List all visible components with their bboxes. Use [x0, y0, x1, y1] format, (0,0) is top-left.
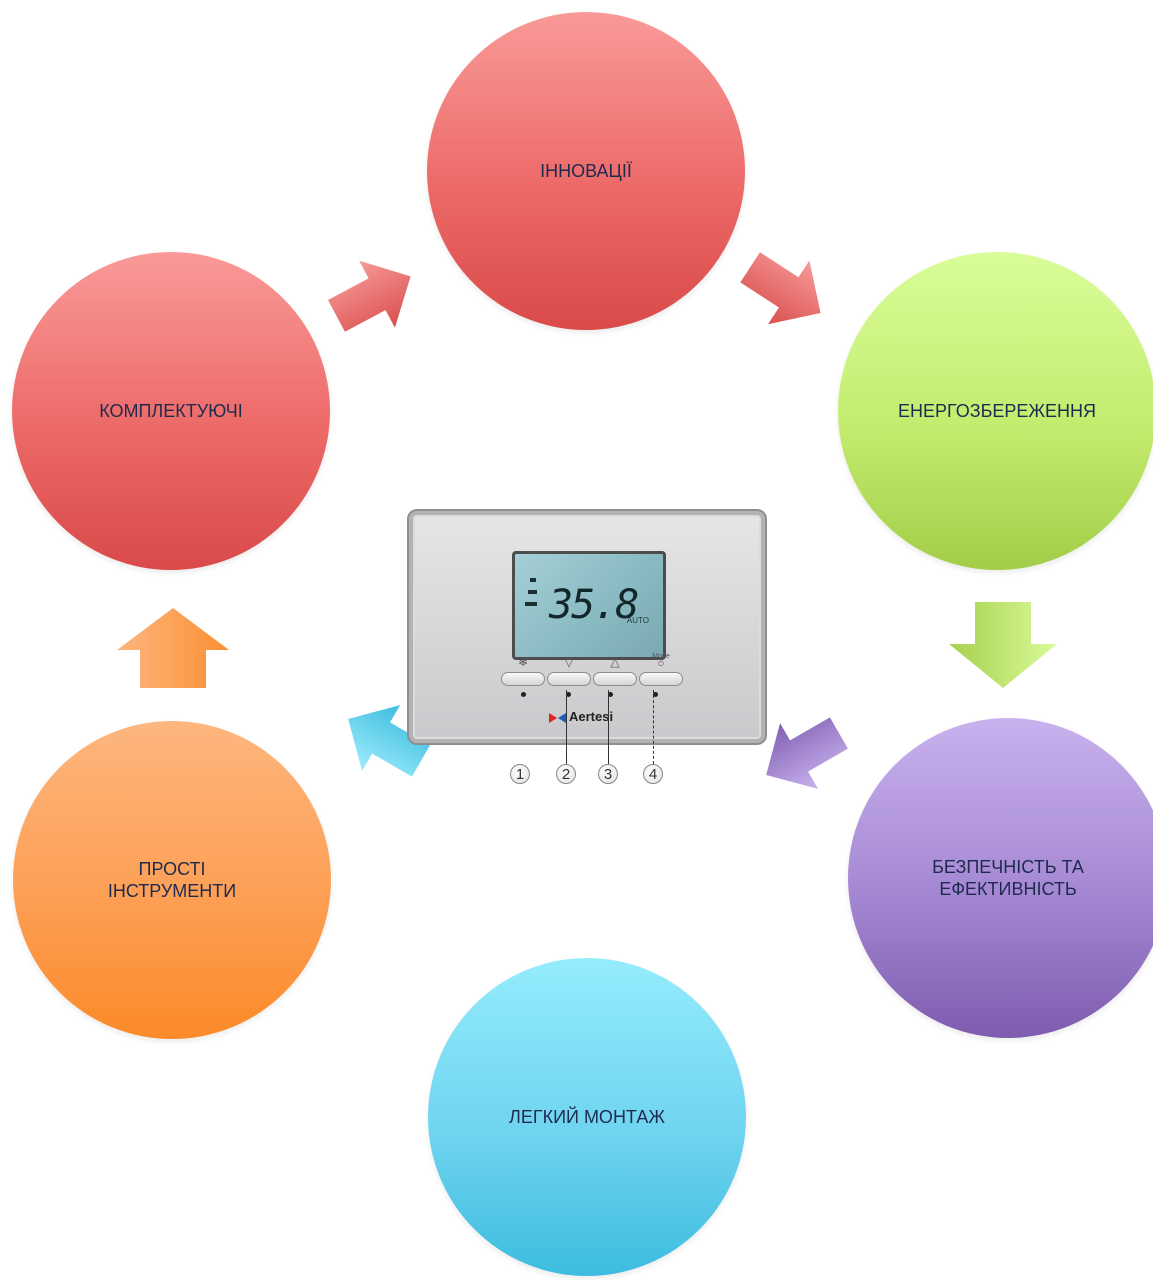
fan-level-bars-icon	[525, 578, 537, 614]
node-components: КОМПЛЕКТУЮЧІ	[12, 252, 330, 570]
arrow-safety-to-installation	[766, 717, 848, 789]
callout-number-4: 4	[643, 764, 663, 784]
mode-label: Mode	[652, 653, 670, 660]
brand-name: Aertesi	[569, 709, 614, 724]
node-easy-installation: ЛЕГКИЙ МОНТАЖ	[428, 958, 746, 1276]
button-dot-2	[566, 692, 571, 697]
display-value: 35.8	[549, 582, 639, 628]
thermostat-button-4[interactable]	[639, 672, 683, 686]
thermostat-button-2[interactable]	[547, 672, 591, 686]
callout-number-3: 3	[598, 764, 618, 784]
node-energy-saving: ЕНЕРГОЗБЕРЕЖЕННЯ	[838, 252, 1153, 570]
brand-logo: Aertesi	[549, 709, 613, 724]
callout-number-1: 1	[510, 764, 530, 784]
arrow-installation-to-tools	[348, 705, 430, 777]
node-innovations-label: ІННОВАЦІЇ	[540, 160, 632, 181]
leader-line-2	[566, 690, 567, 764]
leader-line-3	[608, 690, 609, 764]
node-safety-efficiency-label: БЕЗПЕЧНІСТЬ ТА ЕФЕКТИВНІСТЬ	[932, 856, 1084, 900]
arrow-innovations-to-energy	[740, 252, 821, 325]
arrow-tools-to-components	[117, 608, 229, 688]
node-safety-efficiency: БЕЗПЕЧНІСТЬ ТА ЕФЕКТИВНІСТЬ	[848, 718, 1153, 1038]
node-energy-saving-label: ЕНЕРГОЗБЕРЕЖЕННЯ	[897, 400, 1097, 421]
thermostat-lcd-display: 35.8 AUTO	[512, 551, 666, 660]
down-triangle-icon: ▽	[564, 655, 574, 669]
node-simple-tools: ПРОСТІ ІНСТРУМЕНТИ	[13, 721, 331, 1039]
fan-icon: ❄	[517, 655, 529, 669]
arrow-energy-to-safety	[949, 602, 1057, 688]
button-dot-1	[521, 692, 526, 697]
leader-line-4	[653, 690, 655, 764]
node-simple-tools-label: ПРОСТІ ІНСТРУМЕНТИ	[107, 858, 237, 902]
node-innovations: ІННОВАЦІЇ	[427, 12, 745, 330]
thermostat-device: 35.8 AUTO ❄ ▽ △ Mode⏻ Aertesi	[407, 509, 767, 745]
button-dot-3	[608, 692, 613, 697]
thermostat-button-3[interactable]	[593, 672, 637, 686]
display-unit: AUTO	[626, 616, 649, 625]
logo-red-icon	[549, 712, 557, 723]
node-components-label: КОМПЛЕКТУЮЧІ	[99, 400, 243, 421]
arrow-components-to-innovations	[327, 260, 411, 332]
up-triangle-icon: △	[610, 655, 620, 669]
thermostat-button-1[interactable]	[501, 672, 545, 686]
logo-blue-icon	[558, 712, 566, 723]
button-dot-4	[653, 692, 658, 697]
node-easy-installation-label: ЛЕГКИЙ МОНТАЖ	[509, 1106, 665, 1127]
mode-power-icon: Mode⏻	[652, 653, 670, 668]
callout-number-2: 2	[556, 764, 576, 784]
